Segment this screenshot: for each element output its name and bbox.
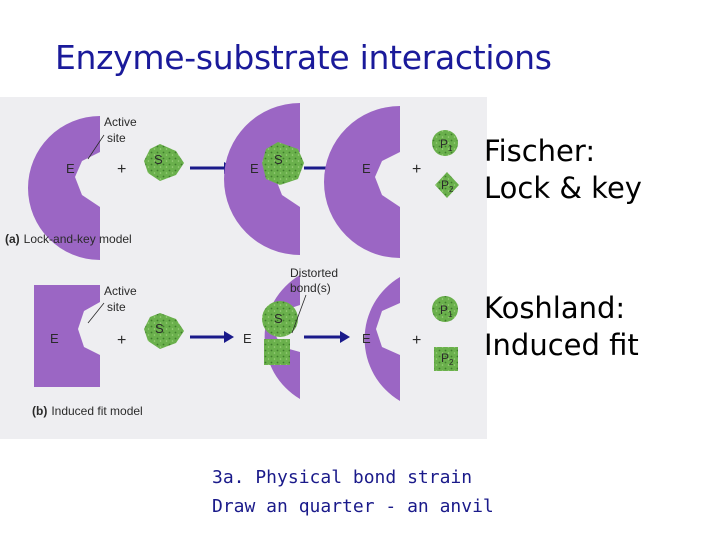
plus-sign: + — [412, 332, 421, 349]
enzyme-shape — [34, 285, 100, 387]
substrate-label: S — [274, 152, 283, 167]
lock-and-key-label: Fischer: Lock & key — [484, 133, 642, 207]
plus-sign: + — [412, 161, 421, 178]
plus-sign: + — [117, 161, 126, 178]
slide-title: Enzyme-substrate interactions — [55, 38, 552, 77]
enzyme-label: E — [362, 161, 371, 176]
substrate-bound-shape — [264, 339, 290, 365]
substrate-label: S — [155, 321, 164, 336]
substrate-label: S — [154, 152, 163, 167]
substrate-shape — [144, 144, 184, 181]
panel-a-caption: (a)Lock-and-key model — [5, 232, 132, 246]
reaction-arrow-head — [224, 331, 234, 343]
plus-sign: + — [117, 332, 126, 349]
induced-fit-label: Koshland: Induced fit — [484, 290, 639, 364]
substrate-shape — [144, 313, 184, 349]
enzyme-label: E — [243, 331, 252, 346]
enzyme-shape — [324, 106, 400, 258]
bond-strain-note: 3a. Physical bond strain Draw an quarter… — [212, 463, 494, 521]
enzyme-label: E — [50, 331, 59, 346]
panel-b-caption: (b)Induced fit model — [32, 404, 143, 418]
enzyme-label: E — [362, 331, 371, 346]
reaction-arrow-head — [340, 331, 350, 343]
substrate-label: S — [274, 311, 283, 326]
enzyme-label: E — [66, 161, 75, 176]
enzyme-label: E — [250, 161, 259, 176]
